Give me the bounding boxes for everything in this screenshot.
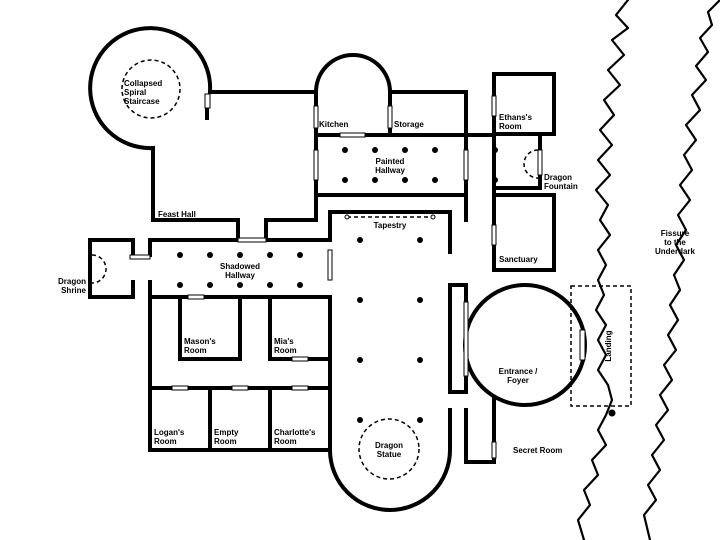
door [291, 385, 309, 391]
dragon-statue-outline [358, 418, 420, 480]
pillar [357, 357, 363, 363]
pillar [432, 177, 438, 183]
pillar [357, 297, 363, 303]
pillar [207, 282, 213, 288]
pillar [357, 237, 363, 243]
door [291, 356, 309, 362]
pillar [432, 147, 438, 153]
door [204, 93, 211, 109]
door [387, 105, 393, 129]
landing-marker [608, 409, 616, 417]
dragon-fountain-alcove [523, 149, 539, 179]
features [91, 59, 632, 480]
pillar [267, 252, 273, 258]
door [231, 385, 249, 391]
door [187, 294, 205, 300]
door [463, 301, 469, 377]
door [313, 149, 319, 181]
pillar [417, 237, 423, 243]
label-entrance-foyer: Entrance /Foyer [499, 367, 538, 385]
door [491, 224, 497, 246]
dragon-statue-apse-wall [328, 386, 452, 512]
pillar [297, 252, 303, 258]
door [171, 385, 189, 391]
pillar [402, 147, 408, 153]
label-tapestry: Tapestry [374, 221, 407, 230]
pillar [237, 252, 243, 258]
door [491, 95, 497, 117]
pillar [492, 177, 498, 183]
pillar [417, 417, 423, 423]
dragon-shrine-alcove [91, 254, 107, 284]
door [491, 441, 497, 459]
fissure-to-underdark [576, 0, 720, 540]
pillar [177, 282, 183, 288]
fissure-west-edge [576, 0, 630, 540]
pillar [372, 177, 378, 183]
door [327, 249, 333, 281]
pillar [402, 177, 408, 183]
door [129, 254, 151, 260]
label-landing: Landing [604, 330, 613, 361]
pillar [417, 297, 423, 303]
tapestry-end [430, 214, 436, 220]
pillar [372, 147, 378, 153]
spiral-staircase-outline [121, 59, 181, 119]
pillar [267, 282, 273, 288]
entrance-foyer-wall [463, 283, 587, 407]
label-kitchen: Kitchen [319, 120, 348, 129]
staircase-tower-wall [88, 26, 213, 151]
pillar [417, 357, 423, 363]
pillar [207, 252, 213, 258]
pillar [492, 147, 498, 153]
door [339, 132, 366, 138]
door [537, 149, 543, 176]
door [237, 237, 267, 243]
label-sanctuary: Sanctuary [499, 255, 538, 264]
doors [129, 93, 586, 459]
kitchen-apse-wall [314, 53, 392, 137]
pillar [177, 252, 183, 258]
tapestry-end [344, 214, 350, 220]
label-secret-room: Secret Room [513, 446, 562, 455]
door [463, 149, 469, 181]
door [579, 329, 586, 361]
pillar [342, 147, 348, 153]
pillar [237, 282, 243, 288]
pillars [177, 147, 498, 423]
pillar [342, 177, 348, 183]
label-feast-hall: Feast Hall [158, 210, 196, 219]
door [313, 105, 319, 129]
pillar [357, 417, 363, 423]
pillar [297, 282, 303, 288]
fissure-east-edge [642, 0, 720, 540]
label-storage: Storage [394, 120, 424, 129]
